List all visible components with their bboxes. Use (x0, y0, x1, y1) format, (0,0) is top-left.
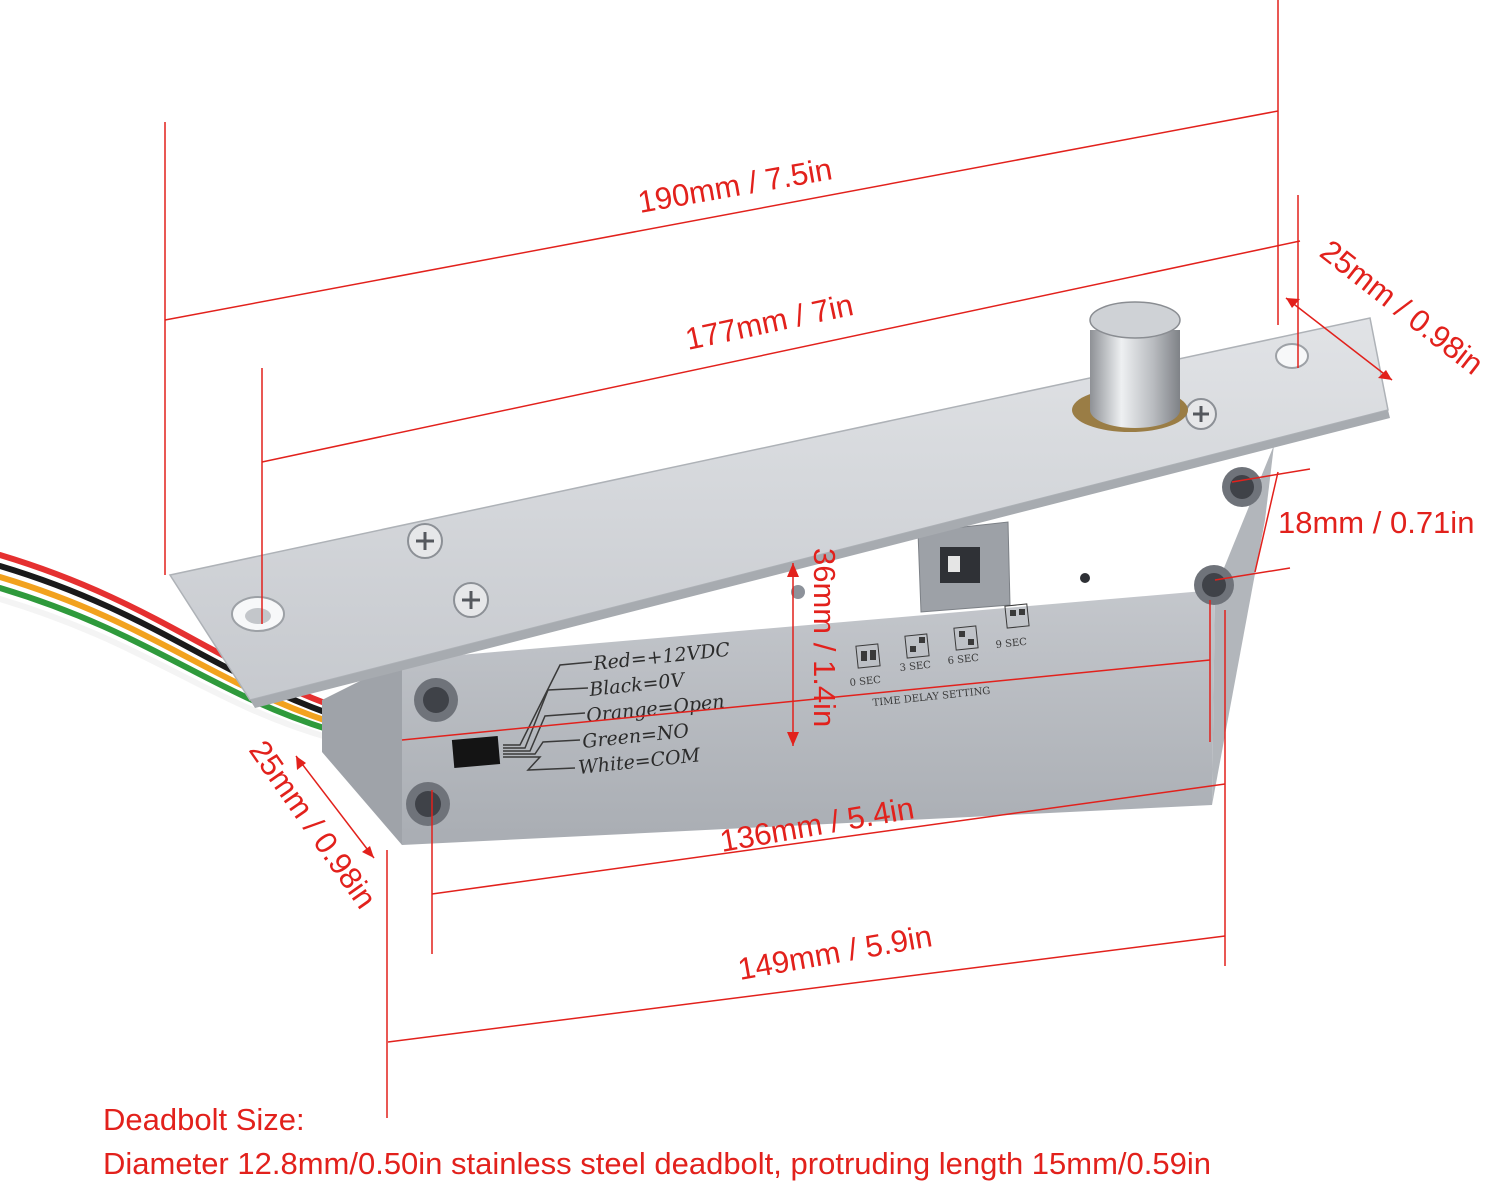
dimension-lines (164, 0, 1393, 1118)
delay-option-9: 9 SEC (995, 637, 1028, 651)
deadbolt-size-note: Deadbolt Size: Diameter 12.8mm/0.50in st… (103, 1098, 1211, 1186)
dim-body-height: 36mm / 1.4in (807, 548, 842, 727)
delay-option-0: 0 SEC (849, 675, 882, 689)
dim-plate-length: 177mm / 7in (682, 287, 856, 357)
note-title: Deadbolt Size: (103, 1102, 305, 1137)
dim-overall-length: 190mm / 7.5in (635, 151, 835, 220)
deadbolt-pin (1072, 301, 1188, 432)
lock-body (322, 445, 1274, 845)
delay-option-3: 3 SEC (899, 660, 932, 674)
wiring-leader-lines (503, 661, 593, 771)
delay-option-6: 6 SEC (947, 653, 980, 667)
dim-hole-spacing-vertical: 18mm / 0.71in (1278, 505, 1474, 540)
note-text: Diameter 12.8mm/0.50in stainless steel d… (103, 1146, 1212, 1181)
dimension-arrowheads (296, 298, 1392, 858)
